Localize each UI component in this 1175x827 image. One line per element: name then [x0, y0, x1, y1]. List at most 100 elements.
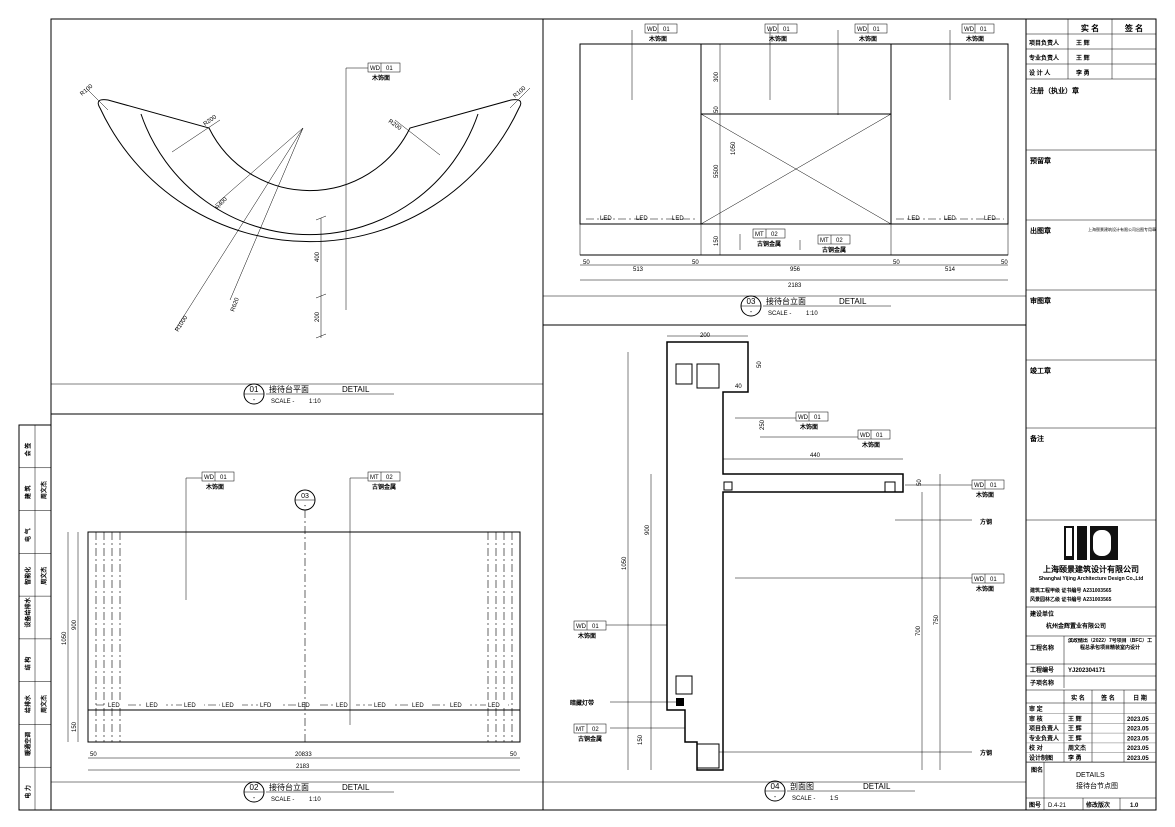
tag-label: 木饰面	[577, 632, 596, 640]
tag-box	[854, 23, 888, 34]
tb-person-role: 专业负责人	[1029, 54, 1060, 62]
seal-notes: 备注	[1029, 434, 1044, 443]
tag-label: 木饰面	[975, 491, 994, 499]
plan-radius-2: R200	[203, 114, 219, 128]
caption-scale: 1:10	[806, 311, 818, 317]
caption-sub: -	[774, 794, 777, 801]
tag-code: WD	[798, 415, 809, 421]
section-profile	[666, 341, 904, 771]
elev2-led-label: LED	[184, 703, 196, 709]
elev2-led-label: LFD	[260, 703, 272, 709]
tag-num: 02	[771, 232, 778, 238]
tag-num: 01	[783, 27, 790, 33]
elev3-top-panel	[700, 43, 892, 115]
title-block: 实 名 签 名 项目负责人王 辉专业负责人王 辉设 计 人李 勇 注册（执业）章…	[1025, 18, 1157, 811]
tag-box	[961, 23, 995, 34]
tag-box	[752, 228, 786, 239]
appr-role: 专业负责人	[1029, 734, 1060, 742]
caption-title: 接待台立面	[766, 296, 806, 306]
sub-label: 子项名称	[1030, 679, 1054, 687]
seal-reserved: 预留章	[1030, 156, 1051, 165]
tb-person-name: 王 辉	[1076, 54, 1090, 62]
tag-num: 01	[220, 475, 227, 481]
plan-radius-3: R400	[215, 196, 229, 211]
tag-code: WD	[857, 27, 868, 33]
section-note-tube-2: 方钢	[980, 749, 992, 757]
tag-box	[817, 234, 851, 245]
caption-detail: DETAIL	[342, 385, 370, 394]
section-dim-7: 900	[645, 524, 651, 535]
appr-name: 王 辉	[1068, 715, 1082, 723]
plan-dim-400: 400	[315, 251, 321, 262]
caption-num: 01	[250, 385, 259, 394]
appr-head-name: 实 名	[1071, 694, 1085, 702]
elev3-dim-v3: 5500	[714, 164, 720, 178]
appr-name: 王 辉	[1068, 734, 1082, 742]
plan-radius-1: R100	[79, 83, 94, 97]
rev: 1.0	[1130, 803, 1139, 809]
tb-head-sign: 签 名	[1124, 23, 1143, 33]
tb-person-name: 李 勇	[1075, 69, 1090, 77]
caption-scale: 1:10	[309, 399, 321, 405]
tag-code: MT	[755, 232, 764, 238]
elev3-led-5: LED	[944, 216, 956, 222]
drawing-cn: 接待台节点图	[1076, 781, 1118, 790]
tag-box	[644, 23, 678, 34]
drawing-en: DETAILS	[1076, 772, 1105, 779]
appr-role: 审 核	[1029, 715, 1043, 723]
cert-1: 建筑工程甲级 证书编号 A231003565	[1029, 587, 1112, 594]
tag-label: 木饰面	[768, 35, 787, 43]
tag-code: WD	[860, 433, 871, 439]
elev2-dim-v2: 900	[72, 619, 78, 630]
tag-label: 古铜金属	[578, 735, 602, 743]
caption-scale-label: SCALE -	[271, 399, 294, 405]
caption-num: 03	[747, 297, 756, 306]
section-dim-1: 200	[700, 333, 711, 339]
no-label: 图号	[1029, 801, 1041, 809]
tag-num: 01	[990, 577, 997, 583]
seal-issue: 出图章	[1030, 226, 1051, 235]
sign-role: 建 筑	[24, 485, 32, 499]
tag-label: 古铜金属	[757, 240, 781, 248]
sign-role: 结 构	[24, 657, 32, 671]
plan-radius-7: R620	[230, 297, 241, 313]
tag-num: 01	[990, 483, 997, 489]
elev3-led-1: LED	[600, 216, 612, 222]
section-note-tube-1: 方钢	[980, 518, 992, 526]
tag-code: WD	[370, 66, 381, 72]
elev2-dim-v3: 150	[72, 721, 78, 732]
tag-box	[201, 471, 235, 482]
caption-sub: -	[750, 309, 753, 316]
elev3-dim-h7: 50	[1001, 260, 1008, 266]
elev2-dim-h2: 20833	[295, 752, 312, 758]
elev2-led-label: LED	[336, 703, 348, 709]
caption-scale-label: SCALE -	[271, 797, 294, 803]
appr-date: 2023.05	[1127, 756, 1149, 762]
projno: YJ202304171	[1068, 668, 1106, 674]
drawing-no: D.4-21	[1048, 803, 1067, 809]
caption-sub: -	[253, 397, 256, 404]
project-name: 滨政储出（2022）7号项目（BFC）工程总承包项目精装室内设计	[1067, 638, 1153, 651]
elev3-dim-h6: 514	[945, 267, 956, 273]
sign-role: 设备给排水	[24, 596, 32, 627]
appr-date: 2023.05	[1127, 736, 1149, 742]
caption-scale: 1:10	[309, 797, 321, 803]
caption-detail: DETAIL	[839, 297, 867, 306]
elev2-panel	[87, 531, 521, 711]
caption-title: 接待台立面	[269, 782, 309, 792]
elev3-dim-h4: 956	[790, 267, 801, 273]
elev3-led-2: LED	[636, 216, 648, 222]
tag-box	[573, 723, 607, 734]
cert-2: 风景园林乙级 证书编号 A231003565	[1030, 596, 1112, 603]
tag-box	[857, 429, 891, 440]
section-dim-5: 440	[810, 453, 821, 459]
appr-date: 2023.05	[1127, 717, 1149, 723]
appr-name: 王 辉	[1068, 725, 1082, 733]
tag-num: 02	[836, 238, 843, 244]
